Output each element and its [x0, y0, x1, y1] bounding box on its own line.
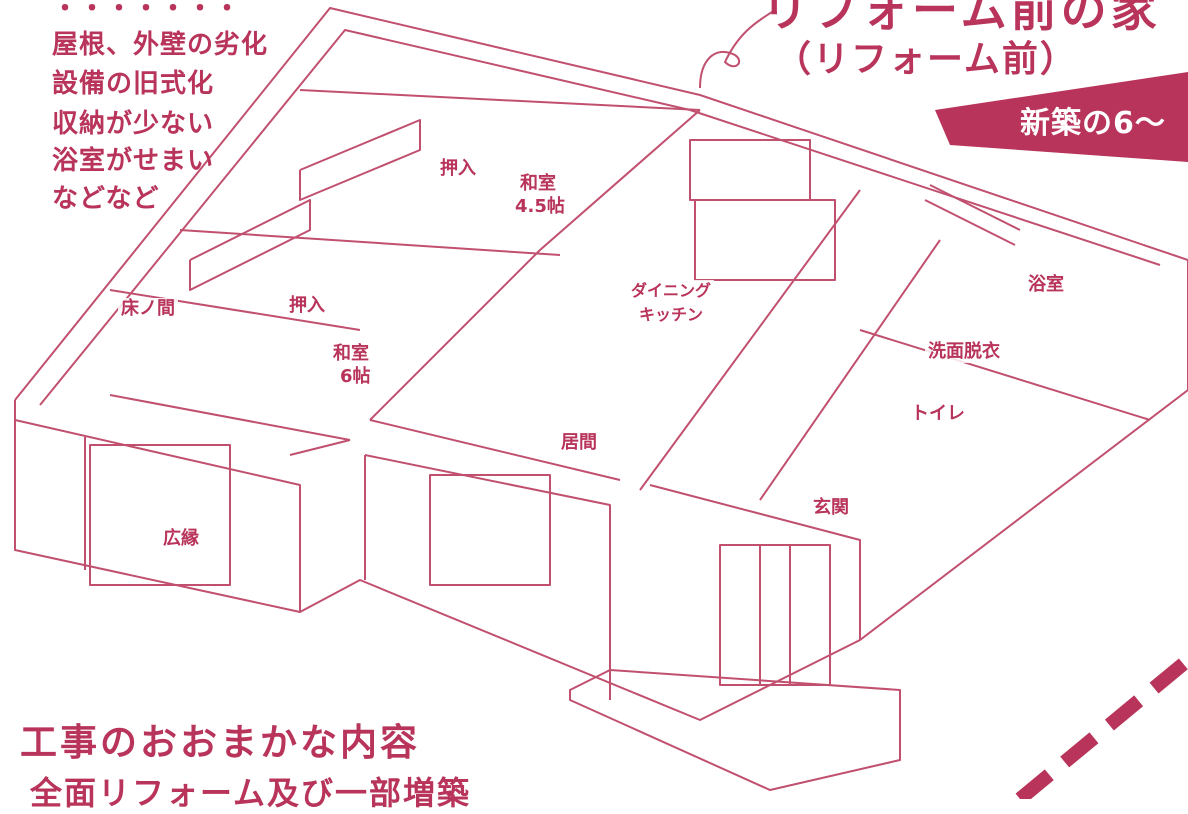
issue-item-5: などなど [52, 184, 160, 214]
page-subtitle: （リフォーム前） [775, 39, 1078, 80]
room-label-veranda: 広縁 [160, 528, 202, 550]
decorative-dashed-line [1015, 654, 1188, 799]
room-label-entrance: 玄関 [810, 497, 852, 519]
room-label-oshiire-upper: 押入 [437, 158, 479, 180]
room-label-tokonoma: 床ノ間 [118, 298, 178, 320]
page-title: リフォーム前の家 [762, 0, 1161, 37]
room-label-dining-line2: キッチン [636, 304, 707, 326]
room-label-bath: 浴室 [1025, 274, 1067, 296]
room-label-washitsu-6-line2: 6帖 [337, 366, 374, 388]
issue-item-4: 浴室がせまい [52, 146, 215, 176]
room-label-washitsu-6-line1: 和室 [330, 343, 372, 365]
age-badge-label: 新築の6～ [1020, 106, 1166, 141]
badge-banner [935, 72, 1188, 162]
room-label-washitsu-45-line2: 4.5帖 [512, 196, 568, 218]
issue-item-3: 収納が少ない [52, 109, 215, 139]
issue-item-1: 屋根、外壁の劣化 [52, 30, 269, 60]
room-label-oshiire-middle: 押入 [286, 295, 328, 317]
work-summary-subheading: 全面リフォーム及び一部増築 [30, 774, 472, 812]
room-label-living: 居間 [558, 432, 600, 454]
room-label-toilet: トイレ [908, 403, 968, 425]
room-label-wash: 洗面脱衣 [925, 341, 1003, 363]
issue-item-2: 設備の旧式化 [52, 69, 215, 99]
work-summary-heading: 工事のおおまかな内容 [20, 721, 420, 764]
room-label-washitsu-45-line1: 和室 [517, 173, 559, 195]
room-label-dining-line1: ダイニング [628, 280, 715, 302]
issue-list-partial-heading: ・・・・・・・ [52, 0, 242, 24]
title-callout-tail [699, 9, 776, 89]
